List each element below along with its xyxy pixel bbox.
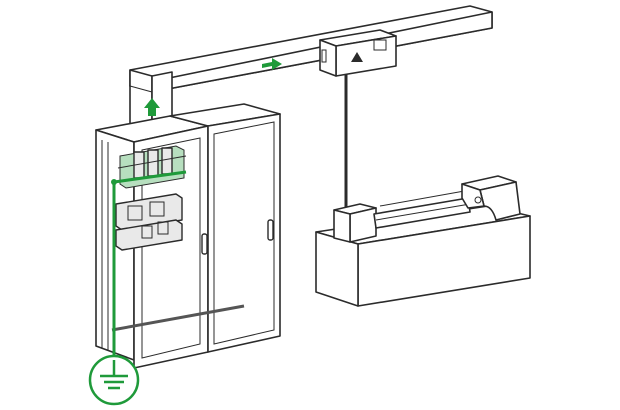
earth-ground-icon: [88, 354, 140, 406]
machine-tool: [315, 175, 531, 307]
machine-headstock-side: [333, 209, 351, 243]
cabinet-right-handle: [267, 219, 274, 241]
circuit-breaker-1: [115, 193, 183, 231]
machine-headstock-front: [349, 207, 377, 243]
arrow-right-icon: [262, 58, 282, 70]
machine-tailstock-side: [461, 183, 485, 209]
warning-icon: [351, 52, 363, 62]
machine-bed: [373, 197, 471, 229]
earth-bar: [111, 304, 245, 332]
cabinet-left-handle: [201, 233, 208, 255]
duct-front-face: [129, 11, 493, 93]
machine-base-side: [315, 231, 359, 307]
junction-box: [319, 29, 397, 77]
arrow-up-icon: [144, 98, 160, 116]
cabinet-right-front: [207, 113, 281, 353]
circuit-breaker-2: [115, 219, 183, 251]
junction-box-side: [319, 39, 337, 77]
